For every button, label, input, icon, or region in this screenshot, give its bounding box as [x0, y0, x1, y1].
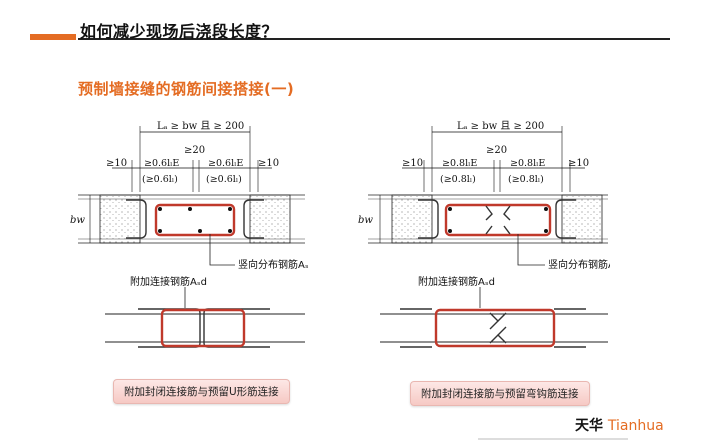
closed-connection-bar-plan [160, 308, 246, 348]
dim-thickness: bw [358, 215, 373, 226]
precast-panel-right [249, 194, 291, 244]
diagram-hook-bar-connection: Lₐ ≥ bw 且 ≥ 200 ≥20 ≥10 ≥10 ≥0.8lₗE ≥0.8… [358, 120, 610, 348]
added-bar-label: 附加连接钢筋Aₛd [130, 275, 207, 288]
dim-left-edge: ≥10 [402, 158, 423, 169]
dim-lap-right-alt: (≥0.8lₗ) [508, 174, 544, 185]
dim-lap-right: ≥0.8lₗE [510, 158, 545, 169]
dim-right-edge: ≥10 [258, 158, 279, 169]
dim-top-length: Lₐ ≥ bw 且 ≥ 200 [457, 120, 544, 132]
footer-bar [478, 438, 628, 440]
title-underline [78, 38, 670, 40]
added-bar-label: 附加连接钢筋Aₛd [418, 275, 495, 288]
u-bar-left [126, 199, 147, 239]
dim-thickness: bw [70, 215, 85, 226]
closed-connection-bar [154, 203, 236, 237]
dim-lap-right-alt: (≥0.6lₗ) [206, 174, 242, 185]
u-bar-right [243, 199, 264, 239]
caption-hook-bar: 附加封闭连接筋与预留弯钩筋连接 [410, 381, 590, 406]
hook-bar-left [485, 205, 493, 221]
dim-lap-left: ≥0.6lₗE [144, 158, 179, 169]
logo-cn: 天华 [575, 418, 603, 434]
accent-bar [30, 34, 76, 40]
hook-bar-right [503, 205, 511, 221]
closed-connection-bar [444, 203, 552, 237]
dim-lap-left-alt: (≥0.6lₗ) [142, 174, 178, 185]
dim-gap: ≥20 [486, 145, 507, 156]
diagram-u-bar-connection: Lₐ ≥ bw 且 ≥ 200 ≥20 ≥10 ≥10 ≥0.6lₗE ≥0.6… [70, 120, 309, 348]
precast-panel-left [99, 194, 141, 244]
page-title: 如何减少现场后浇段长度？ [80, 22, 279, 41]
dim-lap-left-alt: (≥0.8lₗ) [440, 174, 476, 185]
dim-gap: ≥20 [184, 145, 205, 156]
precast-panel-right [561, 194, 603, 244]
title-bar: 如何减少现场后浇段长度？ [0, 0, 723, 48]
logo-en: Tianhua [607, 418, 664, 434]
dim-lap-left: ≥0.8lₗE [442, 158, 477, 169]
vertical-bar-label: 竖向分布钢筋Aₛ [238, 258, 309, 271]
dim-lap-right: ≥0.6lₗE [208, 158, 243, 169]
precast-panel-left [391, 194, 433, 244]
dim-top-length: Lₐ ≥ bw 且 ≥ 200 [157, 120, 244, 132]
closed-connection-bar-plan [434, 308, 556, 348]
caption-u-bar: 附加封闭连接筋与预留U形筋连接 [113, 379, 290, 404]
dim-right-edge: ≥10 [568, 158, 589, 169]
section-subtitle: 预制墙接缝的钢筋间接搭接(一) [78, 80, 295, 98]
dim-left-edge: ≥10 [106, 158, 127, 169]
vertical-bar-label: 竖向分布钢筋Aₛ [548, 258, 610, 271]
company-logo: 天华 Tianhua [575, 415, 664, 435]
